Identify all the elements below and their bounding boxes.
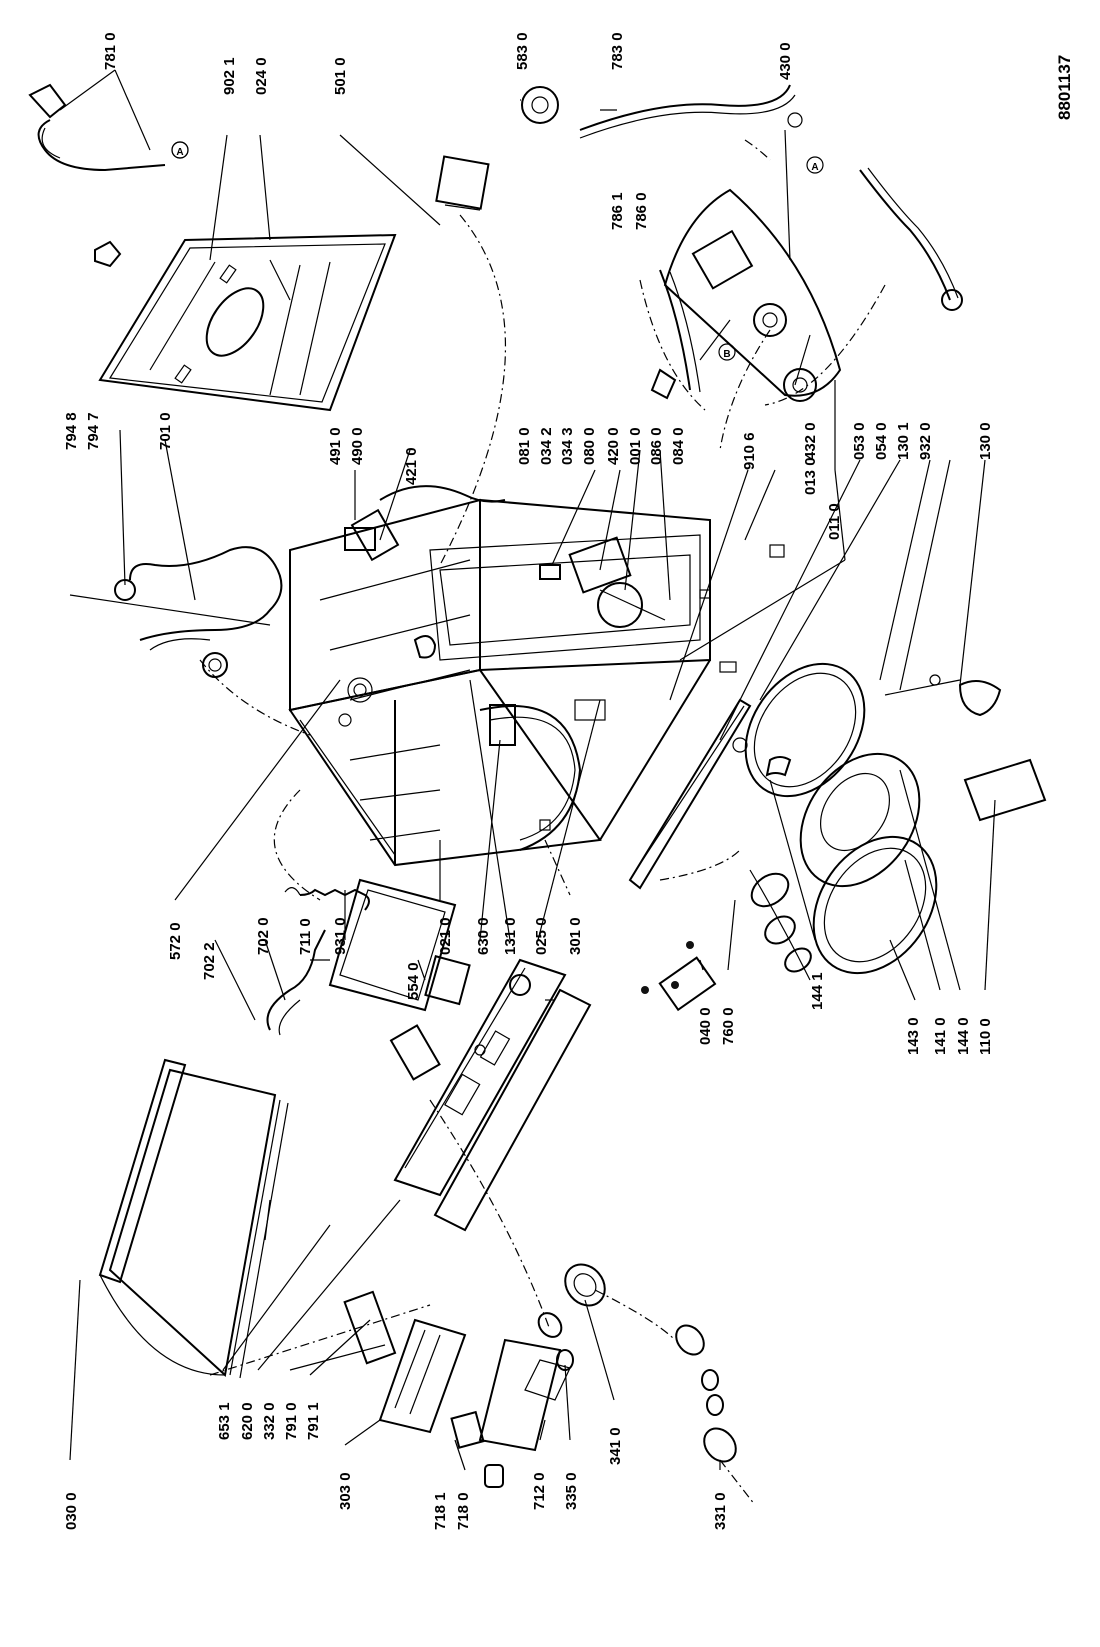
label-702-2: 702 2 [201,942,218,980]
label-086-0: 086 0 [648,427,665,465]
front-rail [628,698,752,890]
pressure-switch [521,84,803,139]
label-702-0: 702 0 [255,917,272,955]
label-034-3: 034 3 [559,427,576,465]
label-331-0: 331 0 [712,1492,729,1530]
label-791-1: 791 1 [305,1402,322,1440]
label-421-0: 421 0 [403,447,420,485]
svg-text:A: A [176,147,183,158]
label-786-1: 786 1 [609,192,626,230]
label-620-0: 620 0 [239,1402,256,1440]
document-number: 8801137 [1055,55,1074,120]
door-spring [284,887,370,911]
label-491-0: 491 0 [327,427,344,465]
label-501-0: 501 0 [332,57,349,95]
label-786-0: 786 0 [633,192,650,230]
label-554-0: 554 0 [405,962,422,1000]
label-490-0: 490 0 [349,427,366,465]
label-303-0: 303 0 [337,1472,354,1510]
label-001-0: 001 0 [627,427,644,465]
label-143-0: 143 0 [905,1017,922,1055]
drain-hose [28,83,189,268]
pump-area [641,869,812,1012]
label-025-0: 025 0 [533,917,550,955]
label-718-1: 718 1 [432,1492,449,1530]
connector-lines [199,139,886,1506]
label-301-0: 301 0 [567,917,584,955]
label-701-0: 701 0 [157,412,174,450]
label-341-0: 341 0 [607,1427,624,1465]
label-931-0: 931 0 [332,917,349,955]
label-144-1: 144 1 [809,972,826,1010]
door-assembly [744,662,1047,975]
label-144-0: 144 0 [955,1017,972,1055]
label-054-0: 054 0 [873,422,890,460]
label-130-1: 130 1 [895,422,912,460]
label-131-0: 131 0 [502,917,519,955]
cabinet [288,498,785,867]
label-084-0: 084 0 [670,427,687,465]
label-081-0: 081 0 [516,427,533,465]
label-910-6: 910 6 [741,432,758,470]
label-630-0: 630 0 [475,917,492,955]
top-lid [98,233,397,412]
label-432-0: 432 0 [802,422,819,460]
label-332-0: 332 0 [261,1402,278,1440]
label-781-0: 781 0 [102,32,119,70]
worktop [98,1058,289,1379]
control-fascia [393,958,592,1232]
inlet-hose [114,546,283,678]
label-653-1: 653 1 [216,1402,233,1440]
label-335-0: 335 0 [563,1472,580,1510]
programmer-unit [266,878,471,1081]
label-711-0: 711 0 [297,918,314,955]
leader-lines [59,69,996,1471]
svg-text:B: B [723,349,730,360]
label-030-0: 030 0 [63,1492,80,1530]
label-583-0: 583 0 [514,32,531,70]
label-141-0: 141 0 [932,1017,949,1055]
label-932-0: 932 0 [917,422,934,460]
marker-a-right: A [806,156,824,174]
label-011-0: 011 0 [826,503,843,540]
label-013-0: 013 0 [802,457,819,495]
label-760-0: 760 0 [720,1007,737,1045]
marker-b: B [718,343,736,361]
drawing: A A B [28,83,1047,1506]
svg-text:A: A [811,162,818,173]
label-024-0: 024 0 [253,57,270,95]
label-420-0: 420 0 [605,427,622,465]
label-794-8: 794 8 [63,412,80,450]
marker-a-top: A [171,141,189,159]
label-712-0: 712 0 [531,1472,548,1510]
label-080-0: 080 0 [581,427,598,465]
label-430-0: 430 0 [777,42,794,80]
label-718-0: 718 0 [455,1492,472,1530]
label-021-0: 021 0 [437,917,454,955]
label-902-1: 902 1 [221,57,238,95]
label-783-0: 783 0 [609,32,626,70]
valve-cluster [350,155,506,659]
selector-knobs [537,1263,737,1463]
label-040-0: 040 0 [697,1007,714,1045]
sump-assembly [650,167,963,402]
label-130-0: 130 0 [977,422,994,460]
label-110-0: 110 0 [977,1018,994,1055]
part-labels: 781 0 902 1 024 0 501 0 583 0 783 0 430 … [63,32,1074,1530]
label-794-7: 794 7 [85,412,102,450]
label-791-0: 791 0 [283,1402,300,1440]
label-034-2: 034 2 [538,427,555,465]
label-053-0: 053 0 [851,422,868,460]
detergent-drawer [343,1290,571,1488]
label-572-0: 572 0 [167,922,184,960]
